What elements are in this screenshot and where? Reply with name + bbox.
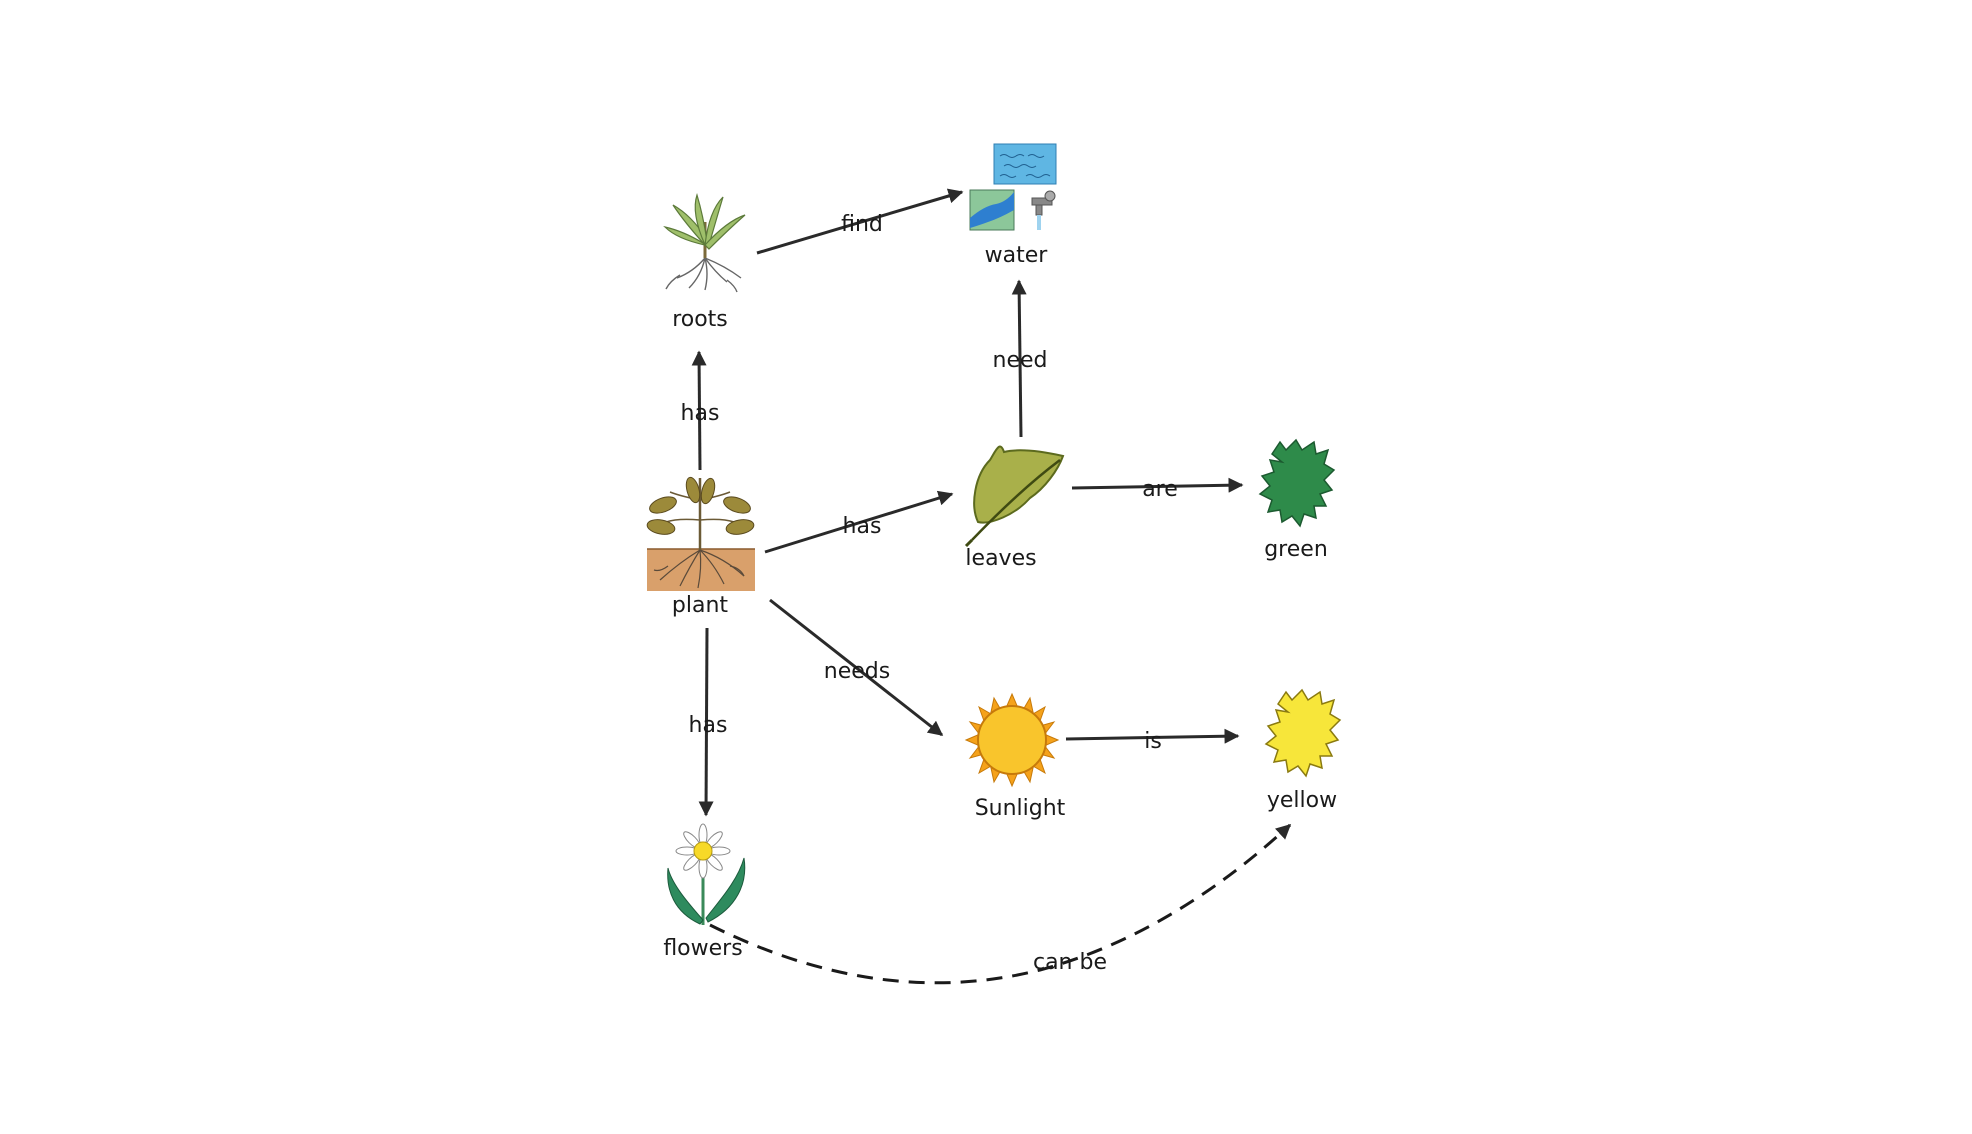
node-flowers[interactable]: flowers [663, 823, 746, 961]
node-leaves[interactable]: leaves [964, 445, 1065, 571]
node-label: green [1264, 537, 1328, 562]
sun-icon [964, 692, 1060, 788]
edge-label: is [1144, 729, 1162, 754]
edge-label: can be [1033, 950, 1107, 975]
tap-icon [1031, 190, 1056, 230]
edge-leaves-water: need [993, 279, 1048, 438]
node-label: water [985, 243, 1049, 268]
leaf-icon [964, 445, 1065, 548]
node-label: flowers [663, 936, 742, 961]
edge-label: needs [824, 659, 890, 684]
node-label: yellow [1267, 788, 1337, 813]
edge-leaves-green: are [1071, 477, 1244, 502]
node-label: roots [672, 307, 728, 332]
node-label: Sunlight [975, 796, 1066, 821]
node-sunlight[interactable]: Sunlight [964, 692, 1066, 821]
edge-plant-flowers: has [689, 627, 728, 817]
water-icon [969, 143, 1057, 231]
yellow-splash-icon [1264, 688, 1342, 778]
plant-icon [646, 476, 755, 591]
edge-sunlight-yellow: is [1065, 728, 1240, 754]
edge-label: are [1142, 477, 1178, 502]
roots-icon [663, 193, 746, 293]
edge-plant-sunlight: needs [769, 598, 944, 737]
edge-label: has [681, 401, 720, 426]
node-label: plant [672, 593, 729, 618]
edge-label: has [843, 514, 882, 539]
node-plant[interactable]: plant [646, 476, 755, 618]
edge-label: has [689, 713, 728, 738]
edge-label: find [841, 212, 883, 237]
node-green[interactable]: green [1258, 438, 1336, 562]
daisy-icon [667, 823, 746, 925]
edge-roots-water: find [756, 188, 964, 255]
edge-label: need [993, 348, 1048, 373]
edge-plant-leaves: has [764, 490, 954, 554]
node-label: leaves [965, 546, 1036, 571]
edge-flowers-yellow: can be [709, 823, 1292, 985]
green-splash-icon [1258, 438, 1336, 528]
node-water[interactable]: water [969, 143, 1057, 268]
node-roots[interactable]: roots [663, 193, 746, 332]
edge-plant-roots: has [681, 350, 720, 471]
node-yellow[interactable]: yellow [1264, 688, 1342, 813]
